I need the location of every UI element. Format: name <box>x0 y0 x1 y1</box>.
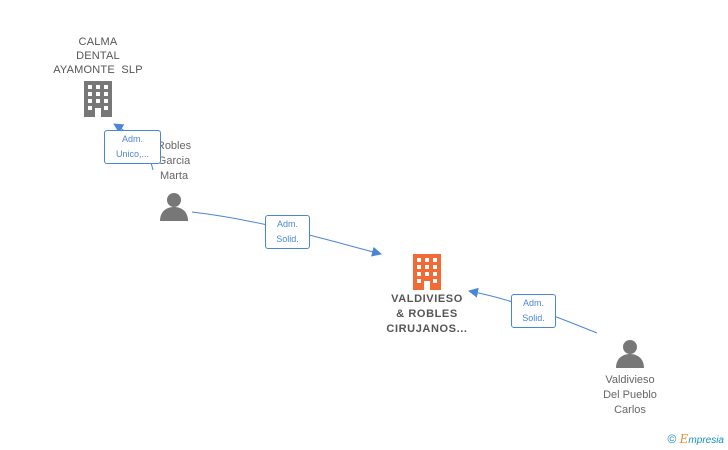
brand-name: mpresia <box>688 435 724 446</box>
building-icon <box>84 81 112 117</box>
brand-initial: E <box>679 432 689 446</box>
edge-label-adm-solid-carlos[interactable]: Adm. Solid. <box>511 294 556 328</box>
empresia-watermark: © Empresia <box>667 432 724 446</box>
copyright-icon: © <box>667 432 677 446</box>
company-label: VALDIVIESO & ROBLES CIRUJANOS... <box>386 293 468 335</box>
person-label: Robles Garcia Marta <box>156 140 192 182</box>
node-calma-dental[interactable]: CALMA DENTAL AYAMONTE SLP <box>38 35 158 117</box>
edge-label-adm-unico[interactable]: Adm. Unico,... <box>104 130 161 164</box>
building-icon <box>413 254 441 290</box>
person-label: Valdivieso Del Pueblo Carlos <box>603 374 657 416</box>
edge-label-adm-solid-robles[interactable]: Adm. Solid. <box>265 215 310 249</box>
person-icon <box>160 193 188 221</box>
company-label: CALMA DENTAL AYAMONTE SLP <box>53 36 143 76</box>
person-icon <box>616 340 644 368</box>
node-valdivieso-robles-cirujanos[interactable]: VALDIVIESO & ROBLES CIRUJANOS... <box>362 254 492 337</box>
node-valdivieso-del-pueblo-carlos[interactable]: Valdivieso Del Pueblo Carlos <box>580 338 680 418</box>
node-robles-garcia-marta[interactable]: Robles Garcia Marta <box>134 139 214 221</box>
